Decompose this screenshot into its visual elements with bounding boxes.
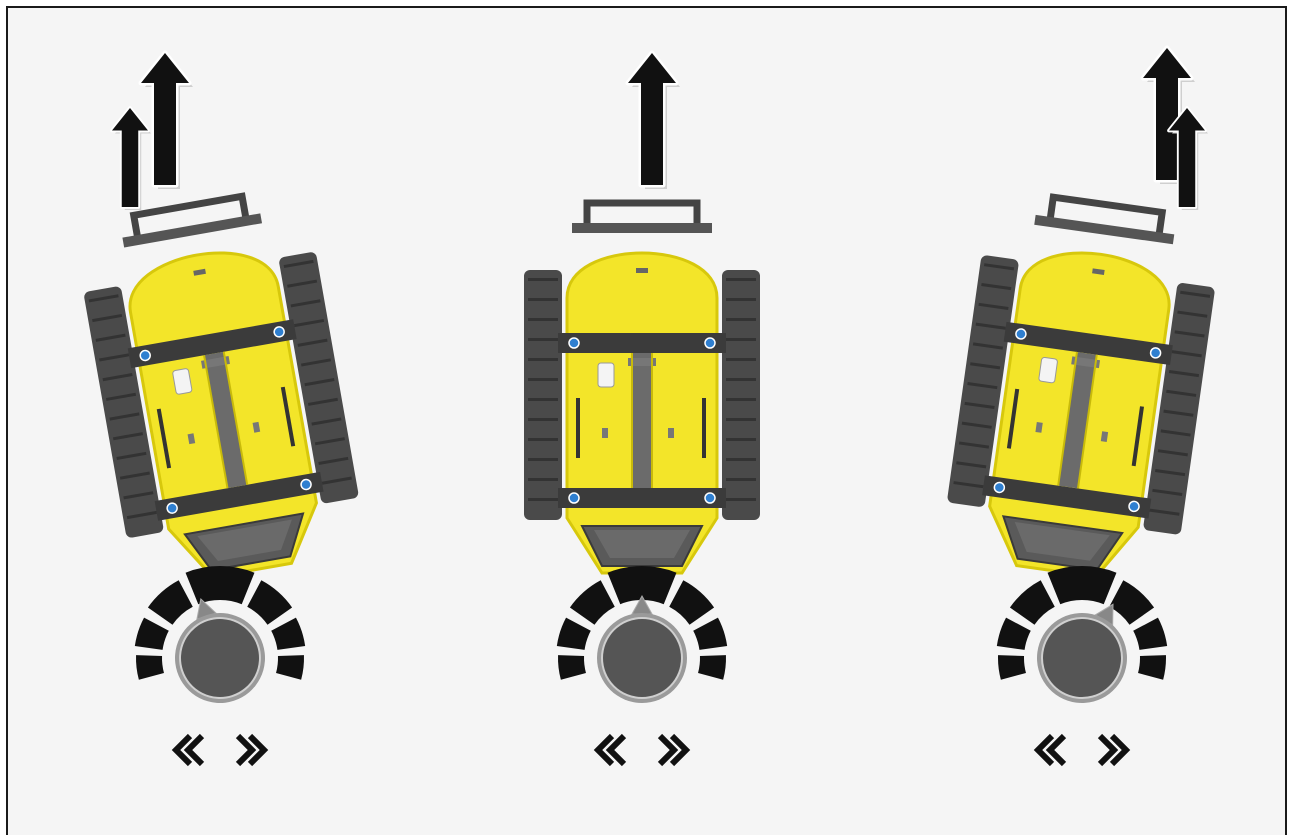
panel-straight — [492, 8, 792, 837]
dial-segment — [557, 618, 591, 650]
label-strip — [576, 398, 580, 458]
center-spine — [632, 353, 652, 488]
rewind-icon — [176, 736, 202, 764]
dial-segment — [1133, 618, 1167, 650]
dial-segment — [570, 580, 615, 624]
dial-segment — [693, 618, 727, 650]
strap-bolt — [166, 502, 178, 514]
strap-bolt — [994, 482, 1005, 493]
dial-segment — [276, 655, 304, 680]
fast-forward-icon — [660, 736, 686, 764]
dial-segment — [247, 580, 292, 624]
steering-dial-icon — [135, 566, 305, 715]
dial-segment — [1109, 580, 1154, 624]
strap-bolt — [705, 338, 715, 348]
strap-bolt — [300, 479, 312, 491]
strap-rear — [558, 488, 726, 508]
robot-vehicle-icon — [524, 203, 760, 573]
rewind-icon — [1038, 736, 1064, 764]
panel-steer-right — [932, 8, 1232, 837]
strap-bolt — [569, 493, 579, 503]
diagram-frame — [6, 6, 1287, 835]
scene-right-svg — [932, 8, 1232, 837]
strap-bolt — [569, 338, 579, 348]
strap-bolt — [705, 493, 715, 503]
speed-controls — [598, 736, 686, 764]
track-right — [722, 270, 760, 520]
robot-vehicle-icon — [939, 188, 1224, 587]
hatch — [1039, 357, 1058, 383]
strap-bolt — [1150, 347, 1161, 358]
dial-segment — [186, 566, 255, 604]
strap-bolt — [139, 350, 151, 362]
fast-forward-icon — [1100, 736, 1126, 764]
dial-segment — [148, 580, 193, 624]
steering-dial-icon — [557, 566, 727, 703]
rewind-icon — [598, 736, 624, 764]
strap-front — [558, 333, 726, 353]
dial-segment — [1048, 566, 1117, 604]
dial-segment — [1010, 580, 1055, 624]
strap-bolt — [273, 326, 285, 338]
scene-center-svg — [492, 8, 792, 837]
fast-forward-icon — [238, 736, 264, 764]
dial-segment — [1138, 655, 1166, 680]
steering-dial-icon — [997, 566, 1167, 719]
dial-segment — [136, 655, 164, 680]
up-arrow-icon — [112, 108, 151, 210]
strap-bolt — [1015, 328, 1026, 339]
strap-bolt — [1128, 501, 1139, 512]
hatch — [598, 363, 614, 387]
robot-vehicle-icon — [72, 185, 369, 590]
label-strip — [702, 398, 706, 458]
hatch — [172, 368, 192, 394]
dial-segment — [271, 618, 305, 650]
speed-controls — [176, 736, 264, 764]
scene-left-svg — [70, 8, 370, 837]
dial-segment — [997, 618, 1031, 650]
dial-segment — [558, 655, 586, 680]
up-arrow-icon — [141, 53, 193, 189]
dial-segment — [669, 580, 714, 624]
panel-steer-left — [70, 8, 370, 837]
dial-segment — [998, 655, 1026, 680]
up-arrow-icon — [628, 53, 680, 189]
dial-segment — [135, 618, 169, 650]
track-left — [524, 270, 562, 520]
dial-segment — [698, 655, 726, 680]
speed-controls — [1038, 736, 1126, 764]
dial-knob — [597, 596, 687, 703]
